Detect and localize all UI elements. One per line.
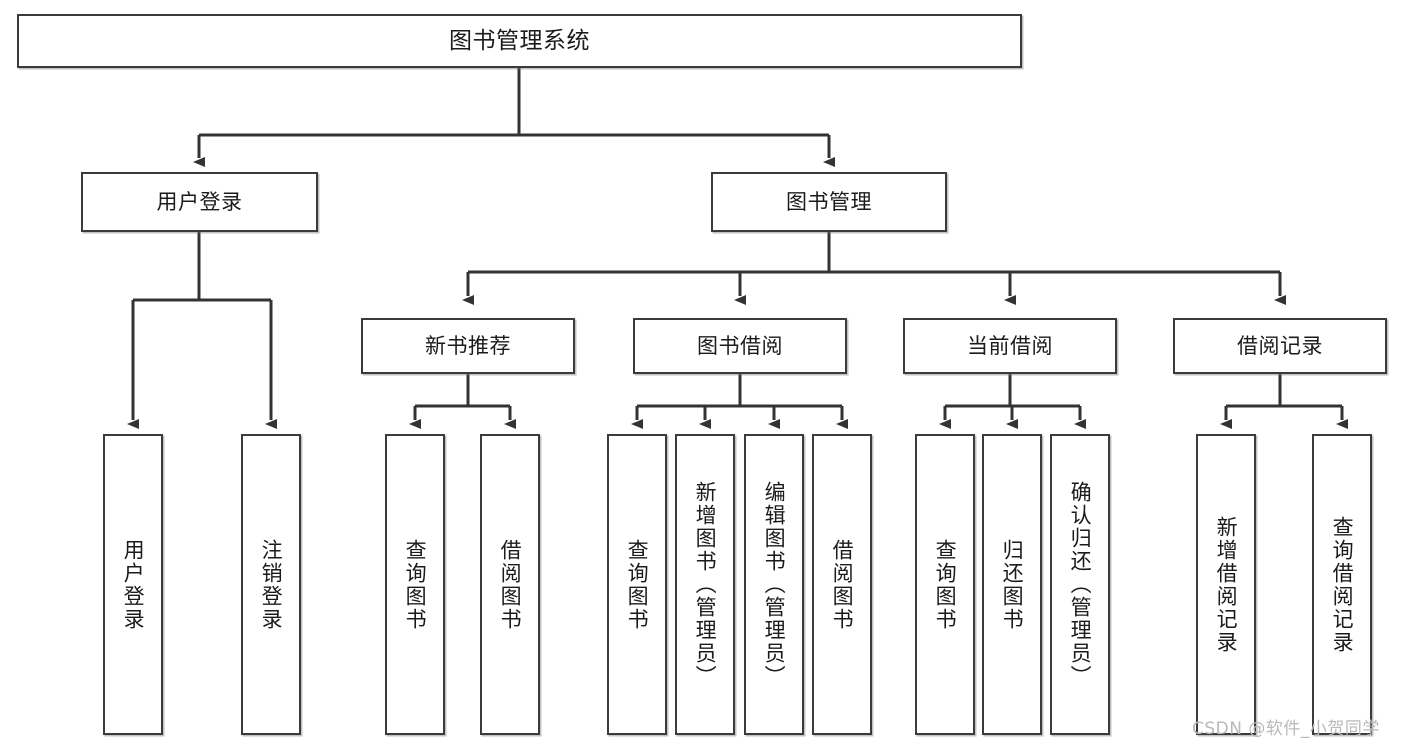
leaf-add-record[interactable]: 新增借阅记录 <box>1196 434 1256 735</box>
leaf-confirm-return[interactable]: 确认归还（管理员） <box>1050 434 1110 735</box>
leaf-add-record-label: 新增借阅记录 <box>1214 515 1239 654</box>
leaf-add-book-label: 新增图书（管理员） <box>693 481 718 688</box>
leaf-edit-book[interactable]: 编辑图书（管理员） <box>744 434 804 735</box>
leaf-edit-book-label: 编辑图书（管理员） <box>762 481 787 688</box>
node-user-login-label: 用户登录 <box>156 189 243 214</box>
leaf-borrow-book-2[interactable]: 借阅图书 <box>812 434 872 735</box>
leaf-query-record[interactable]: 查询借阅记录 <box>1312 434 1372 735</box>
node-borrow-record-label: 借阅记录 <box>1237 333 1323 358</box>
watermark: CSDN @软件_小贺同学 <box>1192 719 1380 739</box>
node-book-borrow[interactable]: 图书借阅 <box>633 318 847 374</box>
node-new-book-rec-label: 新书推荐 <box>425 333 511 358</box>
leaf-borrow-book-1-label: 借阅图书 <box>498 538 523 631</box>
leaf-logout-login-label: 注销登录 <box>259 538 284 631</box>
leaf-query-book-3[interactable]: 查询图书 <box>915 434 975 735</box>
node-root[interactable]: 图书管理系统 <box>17 14 1022 68</box>
node-current-borrow-label: 当前借阅 <box>967 333 1053 358</box>
node-book-manage-label: 图书管理 <box>786 189 872 214</box>
node-book-manage[interactable]: 图书管理 <box>711 172 947 232</box>
leaf-add-book[interactable]: 新增图书（管理员） <box>675 434 735 735</box>
leaf-query-book-2-label: 查询图书 <box>625 538 650 631</box>
leaf-logout-login[interactable]: 注销登录 <box>241 434 301 735</box>
leaf-return-book[interactable]: 归还图书 <box>982 434 1042 735</box>
node-borrow-record[interactable]: 借阅记录 <box>1173 318 1387 374</box>
node-user-login[interactable]: 用户登录 <box>81 172 318 232</box>
leaf-return-book-label: 归还图书 <box>1000 538 1025 631</box>
leaf-query-book-1-label: 查询图书 <box>403 538 428 631</box>
leaf-query-record-label: 查询借阅记录 <box>1330 515 1355 654</box>
leaf-borrow-book-1[interactable]: 借阅图书 <box>480 434 540 735</box>
leaf-user-login[interactable]: 用户登录 <box>103 434 163 735</box>
leaf-user-login-label: 用户登录 <box>121 538 146 631</box>
leaf-borrow-book-2-label: 借阅图书 <box>830 538 855 631</box>
node-root-label: 图书管理系统 <box>449 27 590 54</box>
leaf-query-book-1[interactable]: 查询图书 <box>385 434 445 735</box>
node-current-borrow[interactable]: 当前借阅 <box>903 318 1117 374</box>
node-new-book-rec[interactable]: 新书推荐 <box>361 318 575 374</box>
leaf-confirm-return-label: 确认归还（管理员） <box>1068 481 1093 688</box>
node-book-borrow-label: 图书借阅 <box>697 333 783 358</box>
leaf-query-book-3-label: 查询图书 <box>933 538 958 631</box>
leaf-query-book-2[interactable]: 查询图书 <box>607 434 667 735</box>
